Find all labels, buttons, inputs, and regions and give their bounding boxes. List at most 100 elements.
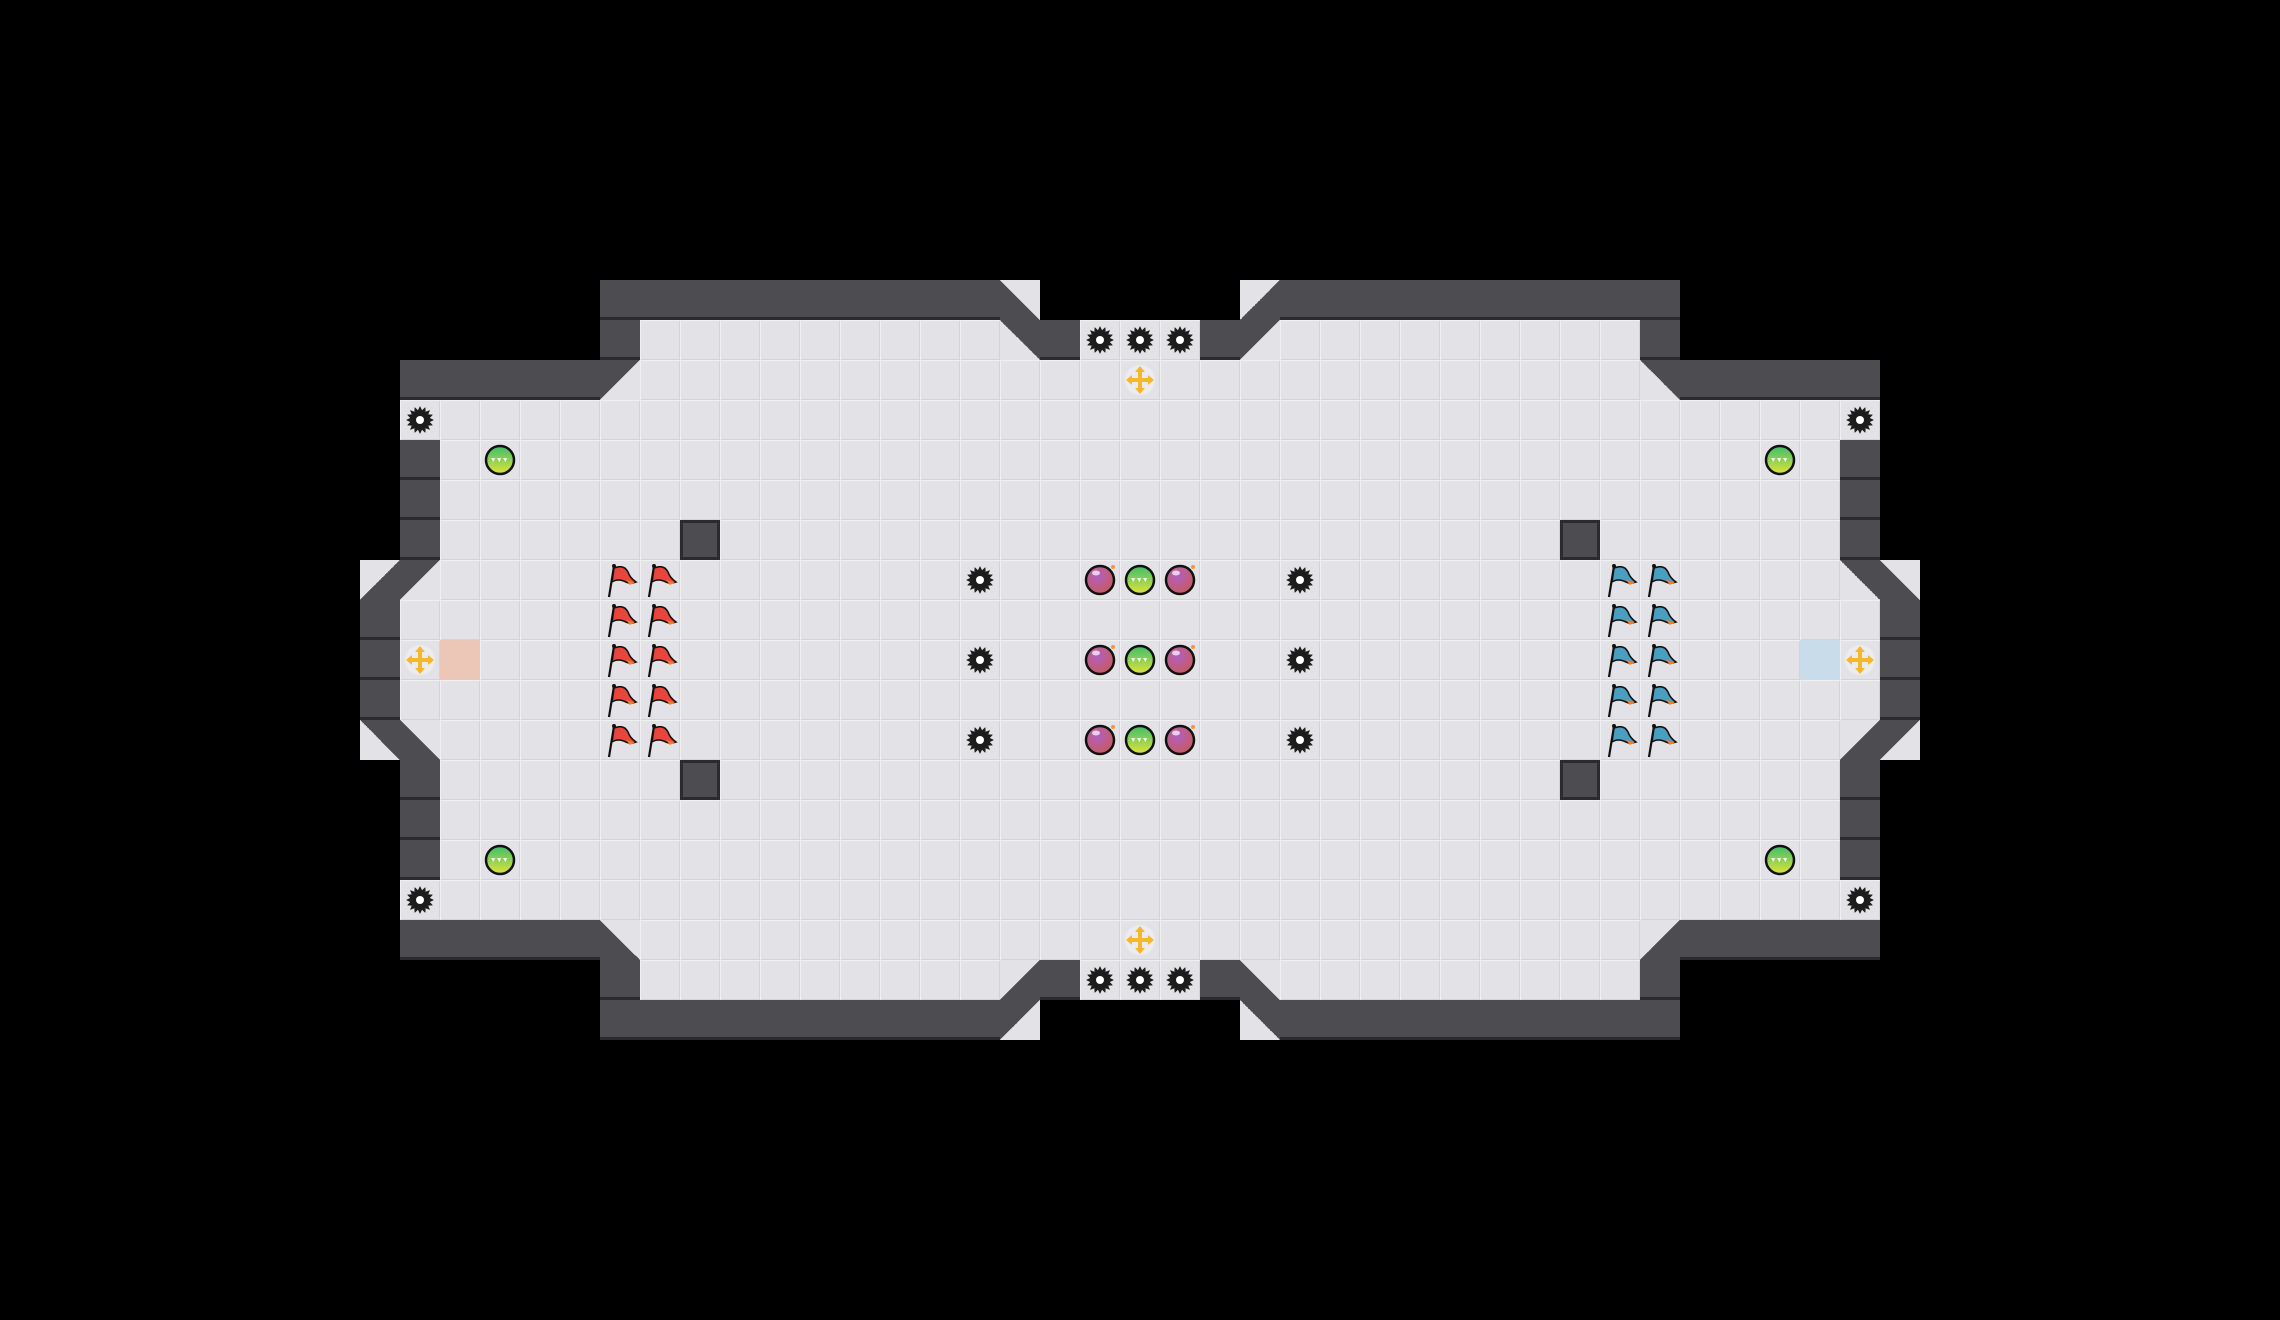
bomb-icon bbox=[1160, 720, 1200, 760]
spike-icon bbox=[1160, 320, 1200, 360]
floor-tile bbox=[1400, 840, 1440, 880]
floor-tile bbox=[800, 760, 840, 800]
floor-tile bbox=[440, 800, 480, 840]
floor-tile bbox=[520, 800, 560, 840]
floor-tile bbox=[1720, 480, 1760, 520]
floor-tile bbox=[480, 720, 520, 760]
floor-tile bbox=[640, 920, 680, 960]
floor-tile bbox=[920, 640, 960, 680]
floor-tile bbox=[1000, 600, 1040, 640]
diagonal-wall-tile bbox=[1840, 720, 1880, 760]
floor-tile bbox=[760, 600, 800, 640]
spike-icon bbox=[1840, 880, 1880, 920]
floor-tile bbox=[1040, 480, 1080, 520]
floor-tile bbox=[920, 360, 960, 400]
floor-tile bbox=[760, 720, 800, 760]
floor-tile bbox=[1160, 520, 1200, 560]
red-flag-icon bbox=[600, 560, 640, 600]
wall-tile bbox=[1400, 1000, 1440, 1040]
floor-tile bbox=[520, 440, 560, 480]
floor-tile bbox=[1000, 720, 1040, 760]
floor-tile bbox=[1240, 600, 1280, 640]
floor-tile bbox=[1440, 960, 1480, 1000]
floor-tile bbox=[1240, 760, 1280, 800]
red-flag-icon bbox=[640, 560, 680, 600]
floor-tile bbox=[1720, 800, 1760, 840]
floor-tile bbox=[1360, 600, 1400, 640]
spawn-point-icon bbox=[1120, 360, 1160, 400]
floor-tile bbox=[840, 640, 880, 680]
floor-tile bbox=[1360, 400, 1400, 440]
floor-tile bbox=[1200, 360, 1240, 400]
floor-tile bbox=[680, 960, 720, 1000]
floor-tile bbox=[1040, 720, 1080, 760]
floor-tile bbox=[880, 480, 920, 520]
floor-tile bbox=[1040, 880, 1080, 920]
floor-tile bbox=[1120, 680, 1160, 720]
floor-tile bbox=[1320, 600, 1360, 640]
floor-tile bbox=[680, 440, 720, 480]
wall-tile bbox=[560, 920, 600, 960]
floor-tile bbox=[1120, 400, 1160, 440]
wall-tile bbox=[1640, 960, 1680, 1000]
floor-tile bbox=[680, 920, 720, 960]
floor-tile bbox=[1400, 600, 1440, 640]
bomb-icon bbox=[1080, 720, 1120, 760]
floor-tile bbox=[1000, 880, 1040, 920]
floor-tile bbox=[480, 640, 520, 680]
floor-tile bbox=[640, 800, 680, 840]
floor-tile bbox=[1840, 680, 1880, 720]
diagonal-wall-tile bbox=[600, 920, 640, 960]
floor-tile bbox=[1240, 560, 1280, 600]
floor-tile bbox=[920, 680, 960, 720]
wall-tile bbox=[520, 920, 560, 960]
floor-tile bbox=[1200, 400, 1240, 440]
floor-tile bbox=[1320, 880, 1360, 920]
floor-tile bbox=[440, 880, 480, 920]
floor-tile bbox=[1720, 880, 1760, 920]
floor-tile bbox=[1120, 880, 1160, 920]
floor-tile bbox=[1400, 520, 1440, 560]
floor-tile bbox=[960, 440, 1000, 480]
floor-tile bbox=[720, 480, 760, 520]
floor-tile bbox=[840, 480, 880, 520]
blue-flag-icon bbox=[1600, 600, 1640, 640]
blue-flag-icon bbox=[1640, 640, 1680, 680]
wall-block bbox=[1560, 760, 1600, 800]
floor-tile bbox=[520, 520, 560, 560]
floor-tile bbox=[1320, 800, 1360, 840]
floor-tile bbox=[560, 600, 600, 640]
floor-tile bbox=[680, 840, 720, 880]
wall-tile bbox=[1200, 960, 1240, 1000]
floor-tile bbox=[1040, 440, 1080, 480]
wall-tile bbox=[1800, 920, 1840, 960]
floor-tile bbox=[1680, 800, 1720, 840]
floor-tile bbox=[1040, 920, 1080, 960]
floor-tile bbox=[600, 520, 640, 560]
floor-tile bbox=[1280, 880, 1320, 920]
floor-tile bbox=[800, 600, 840, 640]
floor-tile bbox=[1520, 400, 1560, 440]
floor-tile bbox=[1800, 680, 1840, 720]
floor-tile bbox=[1560, 720, 1600, 760]
floor-tile bbox=[1360, 720, 1400, 760]
diagonal-wall-tile bbox=[1240, 1000, 1280, 1040]
wall-tile bbox=[600, 320, 640, 360]
blue-flag-icon bbox=[1640, 560, 1680, 600]
floor-tile bbox=[680, 880, 720, 920]
floor-tile bbox=[520, 760, 560, 800]
wall-tile bbox=[760, 1000, 800, 1040]
diagonal-wall-tile bbox=[360, 560, 400, 600]
floor-tile bbox=[440, 560, 480, 600]
boost-icon bbox=[1760, 440, 1800, 480]
floor-tile bbox=[1840, 600, 1880, 640]
floor-tile bbox=[800, 960, 840, 1000]
wall-tile bbox=[1840, 840, 1880, 880]
floor-tile bbox=[920, 520, 960, 560]
floor-tile bbox=[840, 320, 880, 360]
floor-tile bbox=[1080, 680, 1120, 720]
floor-tile bbox=[1000, 800, 1040, 840]
red-flag-icon bbox=[640, 720, 680, 760]
wall-tile bbox=[1520, 280, 1560, 320]
floor-tile bbox=[880, 840, 920, 880]
